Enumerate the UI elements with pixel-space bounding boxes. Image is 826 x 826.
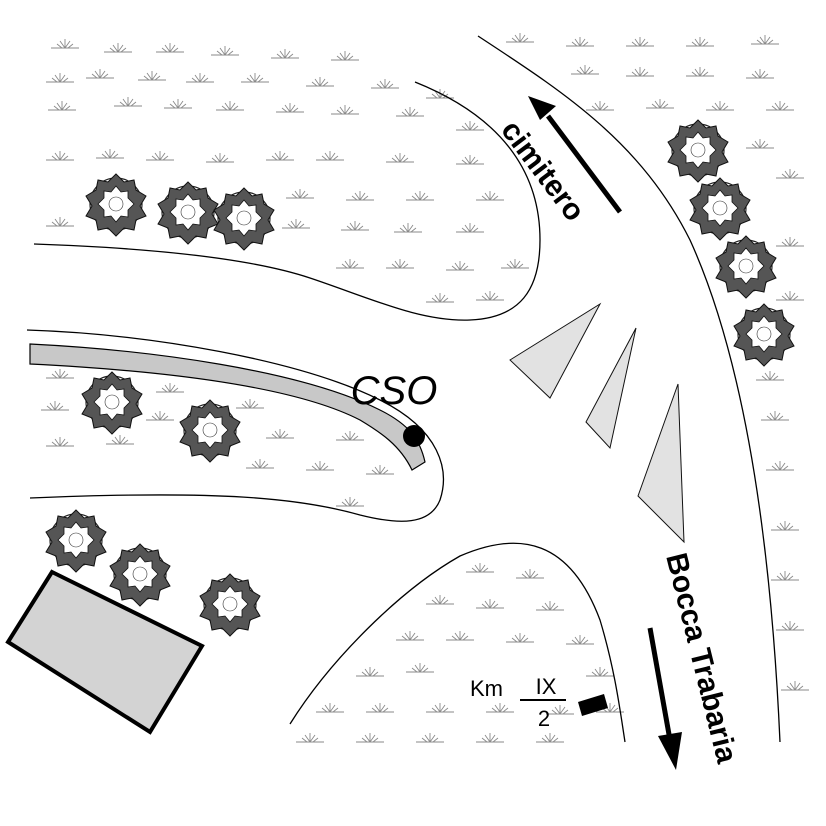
tree-icon: [715, 235, 777, 299]
milestone: Km IX 2: [470, 674, 608, 731]
road-edge-west-upper: [26, 329, 444, 522]
arrowhead-down-icon: [658, 732, 682, 770]
road-edge-east-outer: [477, 35, 781, 743]
tree-icon: [85, 173, 147, 237]
tree-icon: [81, 371, 143, 435]
tree-icon: [199, 573, 261, 637]
milestone-prefix: Km: [470, 676, 503, 701]
tree-icon: [109, 543, 171, 607]
arrow-down-icon: [647, 627, 673, 741]
traffic-island-2: [585, 327, 637, 450]
traffic-islands: [509, 302, 685, 544]
milestone-numerator: IX: [536, 674, 557, 699]
milestone-denominator: 2: [538, 706, 550, 731]
road-edge-northwest-lower: [33, 81, 541, 321]
station-marker: [403, 425, 425, 447]
arrowhead-up-left-icon: [528, 96, 556, 120]
road-network: [26, 35, 781, 743]
tree-icon: [179, 399, 241, 463]
side-track: [29, 343, 426, 471]
grass-area-northwest: [45, 38, 530, 303]
tree-icon: [45, 509, 107, 573]
road-edge-south-inner: [289, 542, 626, 743]
arrow-up-left-icon: [546, 114, 622, 214]
tree-icon: [667, 119, 729, 183]
station-label: CSO: [351, 369, 438, 413]
tree-icon: [157, 181, 219, 245]
milestone-post-icon: [578, 694, 608, 716]
tree-icon: [689, 177, 751, 241]
direction-north: cimitero: [494, 96, 622, 227]
traffic-island-3: [637, 383, 685, 544]
tree-icon: [733, 303, 795, 367]
traffic-island-1: [509, 302, 602, 399]
building: [5, 569, 205, 735]
direction-south: Bocca Trabaria: [647, 550, 743, 770]
direction-north-label: cimitero: [494, 114, 591, 227]
tree-icon: [213, 187, 275, 251]
